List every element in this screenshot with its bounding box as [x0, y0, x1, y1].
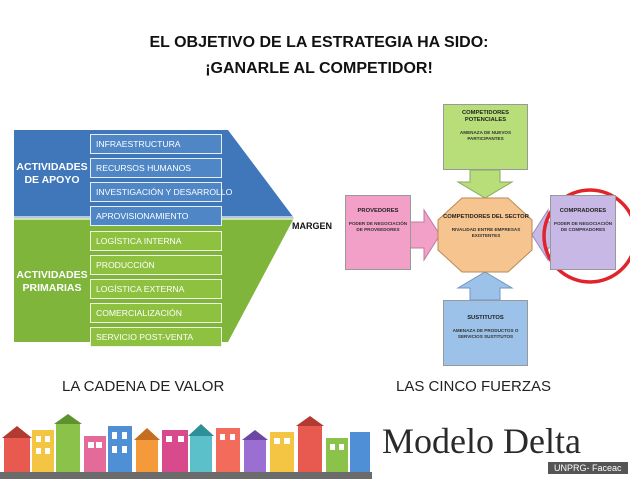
highlight-circle — [542, 188, 630, 284]
building-11 — [270, 432, 294, 472]
force-box-center: COMPETIDORES DEL SECTOR RIVALIDAD ENTRE … — [440, 206, 532, 266]
five-forces-shapes — [409, 169, 630, 301]
arrow-bottom — [456, 271, 514, 301]
title-line-2: ¡GANARLE AL COMPETIDOR! — [205, 60, 433, 77]
margin-label: MARGEN — [292, 221, 332, 231]
support-row-aprovisionamiento: APROVISIONAMIENTO — [90, 206, 222, 226]
force-bottom-sub: AMENAZA DE PRODUCTOS O SERVICIOS SUSTITU… — [452, 327, 519, 339]
brand-sub: UNPRG- Faceac — [548, 462, 628, 474]
support-row-recursos-humanos: RECURSOS HUMANOS — [90, 158, 222, 178]
primary-activities-label: ACTIVIDADES PRIMARIAS — [16, 268, 88, 294]
center-octagon — [437, 197, 533, 273]
force-bottom-heading: SUSTITUTOS — [467, 315, 504, 321]
support-activities-label: ACTIVIDADES DE APOYO — [16, 160, 88, 186]
force-top-sub: AMENAZA DE NUEVOS PARTICIPANTES — [459, 129, 512, 141]
building-13 — [326, 438, 348, 472]
support-row-infraestructura: INFRAESTRUCTURA — [90, 134, 222, 154]
force-box-left: PROVEDORES PODER DE NEGOCIACIÓN DE PROVE… — [345, 195, 411, 270]
building-12 — [296, 416, 324, 472]
brand-name: Modelo Delta — [382, 421, 581, 461]
title-line-1: EL OBJETIVO DE LA ESTRATEGIA HA SIDO: — [149, 34, 489, 51]
support-row-investigacion: INVESTIGACIÓN Y DESARROLLO — [90, 182, 232, 202]
value-chain-caption: LA CADENA DE VALOR — [62, 378, 225, 395]
building-9 — [216, 428, 240, 472]
building-1 — [2, 426, 32, 472]
building-8 — [188, 424, 214, 472]
force-left-sub: PODER DE NEGOCIACIÓN DE PROVEEDORES — [348, 220, 408, 232]
force-top-heading: COMPETIDORES POTENCIALES — [461, 110, 510, 123]
force-box-bottom: SUSTITUTOS AMENAZA DE PRODUCTOS O SERVIC… — [443, 300, 528, 366]
building-5 — [108, 426, 132, 472]
primary-row-logistica-interna: LOGÍSTICA INTERNA — [90, 231, 222, 251]
building-2 — [32, 430, 54, 472]
force-box-top: COMPETIDORES POTENCIALES AMENAZA DE NUEV… — [443, 104, 528, 170]
force-center-sub: RIVALIDAD ENTRE EMPRESAS EXISTENTES — [451, 226, 521, 238]
primary-row-produccion: PRODUCCIÓN — [90, 255, 222, 275]
primary-row-logistica-externa: LOGÍSTICA EXTERNA — [90, 279, 222, 299]
primary-row-servicio-post-venta: SERVICIO POST-VENTA — [90, 327, 222, 347]
arrow-left — [409, 208, 441, 262]
force-left-heading: PROVEDORES — [357, 208, 399, 214]
building-10 — [242, 430, 268, 472]
force-box-right: COMPRADORES PODER DE NEGOCIACIÓN DE COMP… — [550, 195, 616, 270]
arrow-top — [456, 169, 514, 199]
buildings-illustration — [0, 414, 372, 479]
five-forces-caption: LAS CINCO FUERZAS — [396, 378, 552, 395]
building-4 — [84, 436, 106, 472]
force-right-sub: PODER DE NEGOCIACIÓN DE COMPRADORES — [553, 220, 613, 232]
building-3 — [54, 414, 82, 472]
building-6 — [134, 428, 160, 472]
force-right-heading: COMPRADORES — [559, 208, 607, 214]
building-14 — [350, 432, 370, 472]
force-center-heading: COMPETIDORES DEL SECTOR — [443, 214, 529, 220]
building-7 — [162, 430, 188, 472]
primary-row-comercializacion: COMERCIALIZACIÓN — [90, 303, 222, 323]
